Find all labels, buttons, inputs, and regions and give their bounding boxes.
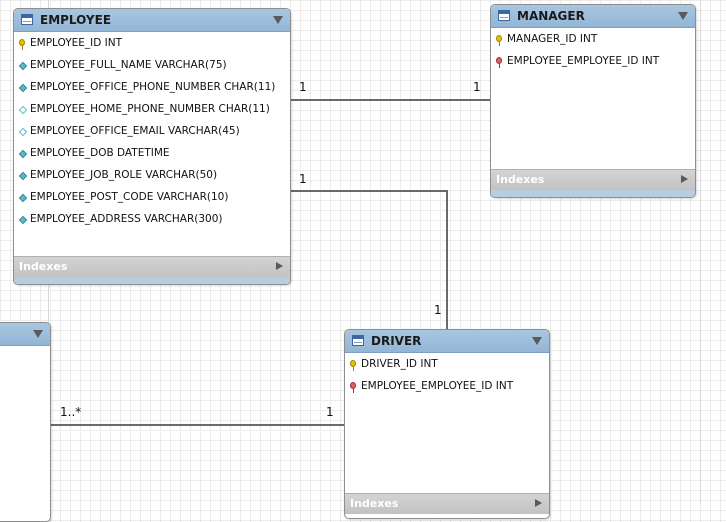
relationship-employee-driver-line[interactable] [446,190,448,329]
column-label: EMPLOYEE_OFFICE_EMAIL VARCHAR(45) [30,125,240,137]
indexes-label: Indexes [496,173,545,186]
collapse-arrow-icon[interactable] [678,12,688,20]
table-employee[interactable]: EMPLOYEE EMPLOYEE_ID INT EMPLOYEE_FULL_N… [13,8,291,285]
table-header[interactable]: DRIVER [345,330,549,353]
column-label: EMPLOYEE_EMPLOYEE_ID INT [507,55,660,67]
table-manager[interactable]: MANAGER MANAGER_ID INT EMPLOYEE_EMPLOYEE… [490,4,696,198]
cardinality-label: 1 [473,80,481,94]
collapse-arrow-icon[interactable] [33,330,43,338]
table-icon [352,335,364,346]
column-label: EMPLOYEE_EMPLOYEE_ID INT [361,380,514,392]
column-label: EMPLOYEE_DOB DATETIME [30,147,170,159]
primary-key-icon [350,360,356,371]
nullable-column-diamond-icon [18,127,28,137]
page-boundary-line [700,0,701,503]
column-diamond-icon [18,149,28,159]
table-icon [498,10,510,21]
column-label: EMPLOYEE_HOME_PHONE_NUMBER CHAR(11) [30,103,270,115]
cardinality-label: 1 [299,172,307,186]
foreign-key-icon [496,57,502,68]
cardinality-label: 1..* [60,405,82,419]
table-title: EMPLOYEE [40,13,112,27]
table-title: DRIVER [371,334,422,348]
expand-arrow-icon[interactable] [681,175,688,183]
table-icon [21,14,33,25]
nullable-column-diamond-icon [18,105,28,115]
table-title: MANAGER [517,9,585,23]
column-diamond-icon [18,83,28,93]
column-diamond-icon [18,193,28,203]
primary-key-icon [19,39,25,50]
indexes-section[interactable]: Indexes [491,169,695,190]
cardinality-label: 1 [299,80,307,94]
relationship-left-driver-line[interactable] [50,424,345,426]
indexes-section[interactable]: Indexes [345,493,549,514]
table-header[interactable]: EMPLOYEE [14,9,290,32]
column-label: MANAGER_ID INT [507,33,598,45]
column-diamond-icon [18,171,28,181]
column-label: EMPLOYEE_ID INT [30,37,123,49]
expand-arrow-icon[interactable] [535,499,542,507]
column-label: EMPLOYEE_FULL_NAME VARCHAR(75) [30,59,227,71]
indexes-section[interactable]: Indexes [14,256,290,277]
column-label: EMPLOYEE_POST_CODE VARCHAR(10) [30,191,229,203]
column-label: DRIVER_ID INT [361,358,438,370]
table-header[interactable]: MANAGER [491,5,695,28]
column-label: EMPLOYEE_ADDRESS VARCHAR(300) [30,213,223,225]
column-label: EMPLOYEE_JOB_ROLE VARCHAR(50) [30,169,218,181]
relationship-employee-manager-line[interactable] [291,99,491,101]
cardinality-label: 1 [434,303,442,317]
primary-key-icon [496,35,502,46]
table-driver[interactable]: DRIVER DRIVER_ID INT EMPLOYEE_EMPLOYEE_I… [344,329,550,519]
column-diamond-icon [18,215,28,225]
foreign-key-icon [350,382,356,393]
table-bottom-strip [14,277,290,284]
column-diamond-icon [18,61,28,71]
indexes-label: Indexes [19,260,68,273]
expand-arrow-icon[interactable] [276,262,283,270]
table-bottom-strip [491,190,695,197]
table-partial-left[interactable] [0,322,51,522]
collapse-arrow-icon[interactable] [273,16,283,24]
collapse-arrow-icon[interactable] [532,337,542,345]
relationship-employee-driver-line[interactable] [291,190,448,192]
table-header[interactable] [0,323,50,346]
cardinality-label: 1 [326,405,334,419]
indexes-label: Indexes [350,497,399,510]
column-label: EMPLOYEE_OFFICE_PHONE_NUMBER CHAR(11) [30,81,276,93]
